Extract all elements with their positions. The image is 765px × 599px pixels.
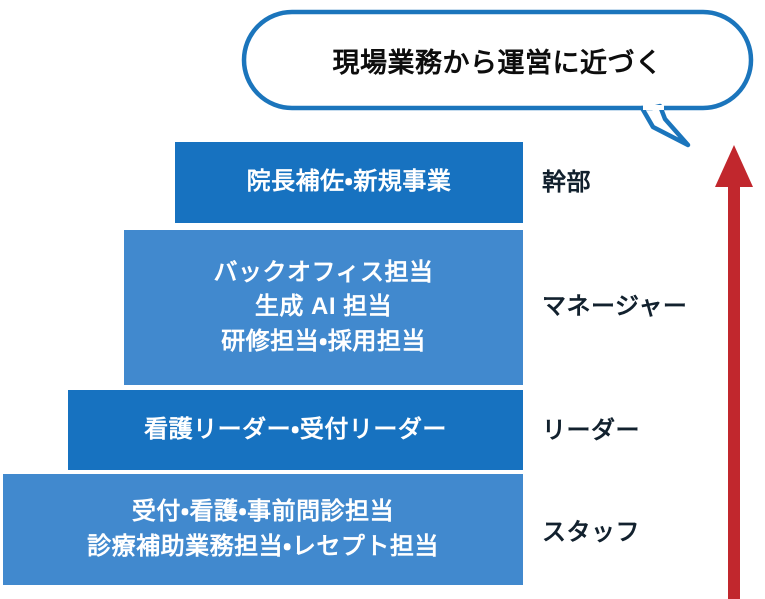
tier-text-block: 看護リーダー・受付リーダー [144,413,447,447]
tier-text-block: バックオフィス担当 生成 AI 担当 研修担当・採用担当 [213,256,433,358]
tier-line: 研修担当・採用担当 [221,327,426,355]
tier-line: 生成 AI 担当 [254,293,393,321]
tier-line: 院長補佐・新規事業 [246,168,452,196]
tier-line: 診療補助業務担当・レセプト担当 [87,532,439,560]
rank-label-executive: 幹部 [542,169,591,196]
callout-bubble-shape [241,9,754,148]
pyramid-tier-executive: 院長補佐・新規事業 [175,142,523,223]
tier-line: 受付・看護・事前問診担当 [131,498,395,526]
pyramid-tier-staff: 受付・看護・事前問診担当 診療補助業務担当・レセプト担当 [3,474,523,585]
growth-arrow-icon [715,145,753,599]
callout-text: 現場業務から運営に近づく [332,47,663,78]
callout-bubble: 現場業務から運営に近づく [240,4,760,149]
rank-label-manager: マネージャー [542,293,688,320]
tier-line: バックオフィス担当 [213,259,434,287]
tier-line: 看護リーダー・受付リーダー [144,415,447,443]
tier-text-block: 受付・看護・事前問診担当 診療補助業務担当・レセプト担当 [87,495,439,563]
rank-label-staff: スタッフ [542,519,640,546]
rank-label-leader: リーダー [542,417,640,444]
pyramid-tier-leader: 看護リーダー・受付リーダー [68,390,523,470]
tier-text-block: 院長補佐・新規事業 [247,165,452,199]
pyramid-tier-manager: バックオフィス担当 生成 AI 担当 研修担当・採用担当 [124,230,523,385]
